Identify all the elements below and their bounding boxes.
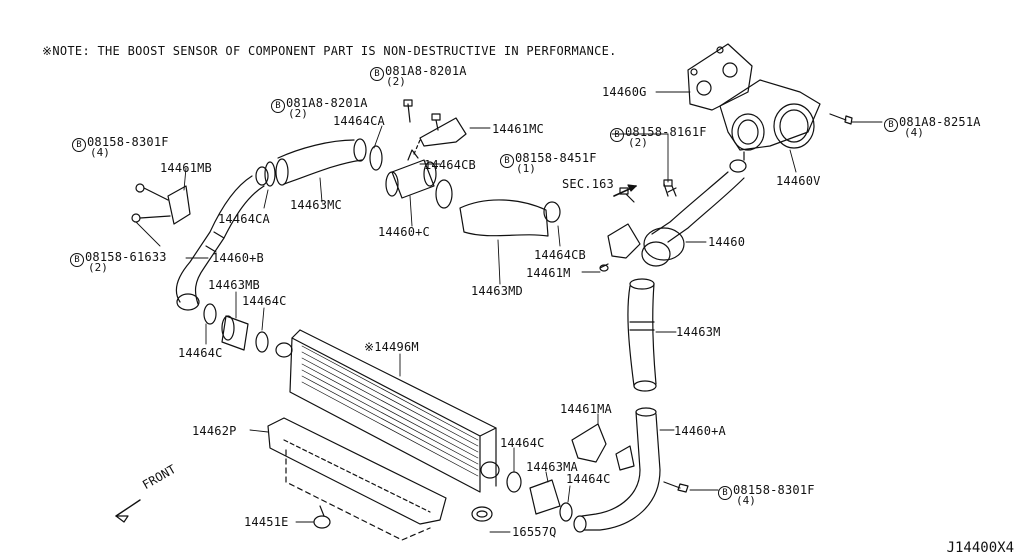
bolt-symbol: B — [718, 486, 732, 500]
bolt-symbol: B — [884, 118, 898, 132]
label-14460B: 14460+B — [212, 251, 264, 265]
label-14463MB: 14463MB — [208, 278, 260, 292]
bolt-symbol: B — [72, 138, 86, 152]
label-14460G: 14460G — [602, 85, 647, 99]
hose-14463MA — [506, 471, 573, 522]
qty-08158-8161F: (2) — [628, 136, 648, 149]
diagram-code: J14400X4 — [946, 540, 1014, 556]
label-14463MC: 14463MC — [290, 198, 342, 212]
label-14462P: 14462P — [192, 424, 237, 438]
bracket-14461MB — [131, 183, 191, 225]
hose-14463MD — [459, 199, 561, 237]
label-14464C-leftlow: 14464C — [178, 346, 223, 360]
label-14461MA: 14461MA — [560, 402, 612, 416]
label-16557Q: 16557Q — [512, 525, 557, 539]
bolt-081A8-8251A — [829, 113, 853, 125]
qty-08158-8301F-top: (4) — [90, 146, 110, 159]
pipe-14460C — [385, 149, 453, 209]
grommet-16557Q — [471, 506, 493, 522]
label-sec163: SEC.163 — [562, 177, 614, 191]
bracket-14461M — [599, 179, 673, 272]
gasket-14460G — [687, 43, 753, 111]
label-14460V: 14460V — [776, 174, 821, 188]
clamps-14464CA — [264, 145, 383, 187]
label-14464CB-top: 14464CB — [424, 158, 476, 172]
label-14496M: ※14496M — [364, 340, 419, 354]
label-14460: 14460 — [708, 235, 746, 249]
cover-14462P — [267, 417, 447, 541]
front-arrow-line — [115, 499, 141, 517]
bolt-08158-8301F-bottom — [663, 481, 689, 493]
bolt-symbol: B — [271, 99, 285, 113]
bolt-symbol: B — [500, 154, 514, 168]
bolts-081A8-8201A — [403, 99, 441, 131]
clip-14451E — [313, 505, 331, 529]
qty-08158-8451F: (1) — [516, 162, 536, 175]
qty-08158-61633: (2) — [88, 261, 108, 274]
sec163-arrow-head — [627, 184, 637, 192]
bracket-14461MC — [413, 117, 467, 155]
bolt-symbol: B — [610, 128, 624, 142]
bracket-14461MA — [571, 423, 635, 471]
label-14464CA-bottom: 14464CA — [218, 212, 270, 226]
label-14464C-left: 14464C — [242, 294, 287, 308]
pipe-14460A — [573, 407, 661, 533]
label-14464CB-bottom: 14464CB — [534, 248, 586, 262]
bolt-symbol: B — [70, 253, 84, 267]
qty-081A8-8251A: (4) — [904, 126, 924, 139]
label-14461MC: 14461MC — [492, 122, 544, 136]
label-14461M: 14461M — [526, 266, 571, 280]
hose-14463MC — [275, 138, 367, 186]
turbo-outlet-14460V — [719, 79, 821, 173]
qty-081A8-8201A-left: (2) — [288, 107, 308, 120]
label-14464CA-top: 14464CA — [333, 114, 385, 128]
label-14464C-right: 14464C — [566, 472, 611, 486]
note-text: ※NOTE: THE BOOST SENSOR OF COMPONENT PAR… — [42, 44, 617, 58]
label-14460C: 14460+C — [378, 225, 430, 239]
hose-14463M — [627, 278, 657, 392]
qty-081A8-8201A-top: (2) — [386, 75, 406, 88]
bolt-symbol: B — [370, 67, 384, 81]
pipe-14460B — [175, 166, 269, 311]
qty-08158-8301F-bottom: (4) — [736, 494, 756, 507]
front-arrow-head — [115, 515, 129, 523]
label-14464C-mid: 14464C — [500, 436, 545, 450]
label-14463MA: 14463MA — [526, 460, 578, 474]
label-14463MD: 14463MD — [471, 284, 523, 298]
label-14451E: 14451E — [244, 515, 289, 529]
label-14461MB: 14461MB — [160, 161, 212, 175]
intercooler-14496M — [275, 329, 500, 493]
hose-14463MB — [203, 303, 269, 353]
label-14463M: 14463M — [676, 325, 721, 339]
pipe-14460 — [641, 171, 745, 267]
label-14460A: 14460+A — [674, 424, 726, 438]
